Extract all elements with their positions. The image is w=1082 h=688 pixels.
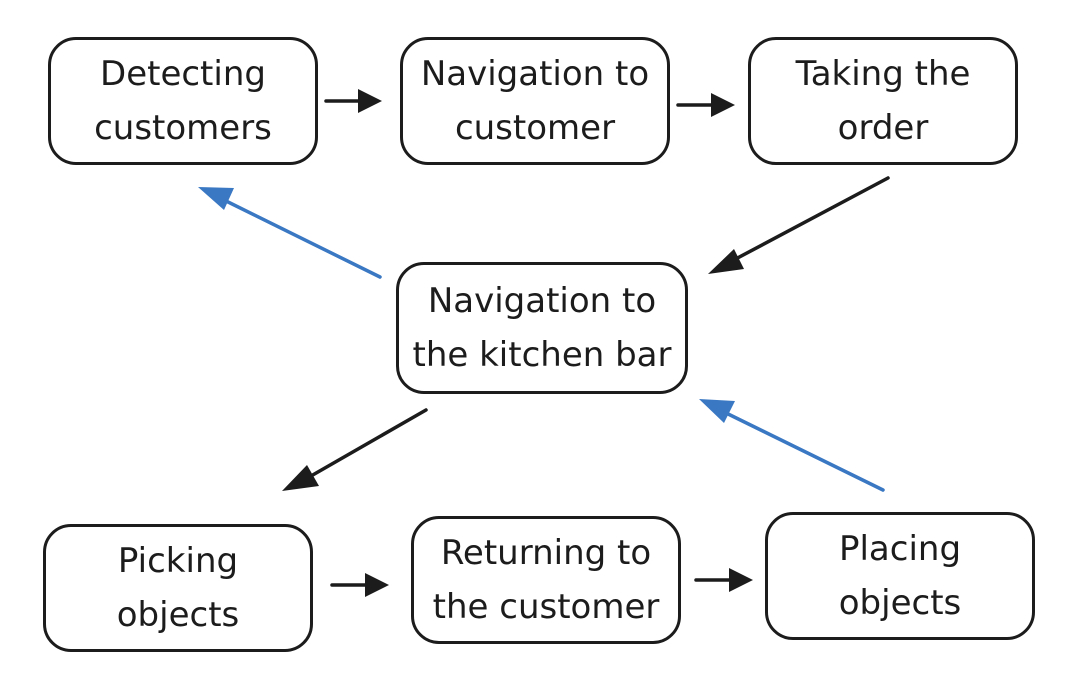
- arrowhead-navigation-to-order: [711, 93, 735, 117]
- node-label-line: objects: [116, 595, 240, 635]
- node-label-line: order: [837, 108, 929, 148]
- node-placing-objects: Placing objects: [765, 512, 1035, 640]
- arrow-kitchen-to-detecting: [220, 197, 382, 279]
- node-detecting-customers: Detecting customers: [48, 37, 318, 165]
- arrowhead-detecting-to-navigation: [358, 89, 382, 113]
- node-label-line: Picking: [117, 541, 239, 581]
- arrow-placing-to-kitchen: [720, 409, 885, 492]
- arrowhead-returning-to-placing: [729, 568, 753, 592]
- node-navigation-to-kitchen-bar: Navigation to the kitchen bar: [396, 262, 688, 394]
- node-label-line: the kitchen bar: [412, 335, 672, 375]
- node-label-line: Navigation to: [427, 281, 657, 321]
- node-label-line: customer: [454, 108, 616, 148]
- node-label-line: Returning to: [440, 533, 652, 573]
- node-label-line: the customer: [432, 587, 660, 627]
- arrowhead-placing-to-kitchen: [699, 399, 735, 423]
- node-label-line: customers: [94, 108, 272, 148]
- node-label-line: objects: [838, 583, 962, 623]
- node-label-line: Placing: [838, 529, 962, 569]
- arrowhead-kitchen-to-picking: [282, 465, 319, 491]
- node-label-line: Navigation to: [420, 54, 650, 94]
- node-navigation-to-customer: Navigation to customer: [400, 37, 670, 165]
- arrowhead-picking-to-returning: [365, 573, 389, 597]
- node-label-line: Taking the: [795, 54, 971, 94]
- node-label-line: Detecting: [100, 54, 266, 94]
- node-picking-objects: Picking objects: [43, 524, 313, 652]
- arrow-kitchen-to-picking: [302, 408, 428, 482]
- arrowhead-kitchen-to-detecting: [198, 187, 234, 210]
- node-returning-to-customer: Returning to the customer: [411, 516, 681, 644]
- node-taking-the-order: Taking the order: [748, 37, 1018, 165]
- arrowhead-order-to-kitchen: [708, 249, 744, 274]
- arrow-order-to-kitchen: [728, 176, 890, 264]
